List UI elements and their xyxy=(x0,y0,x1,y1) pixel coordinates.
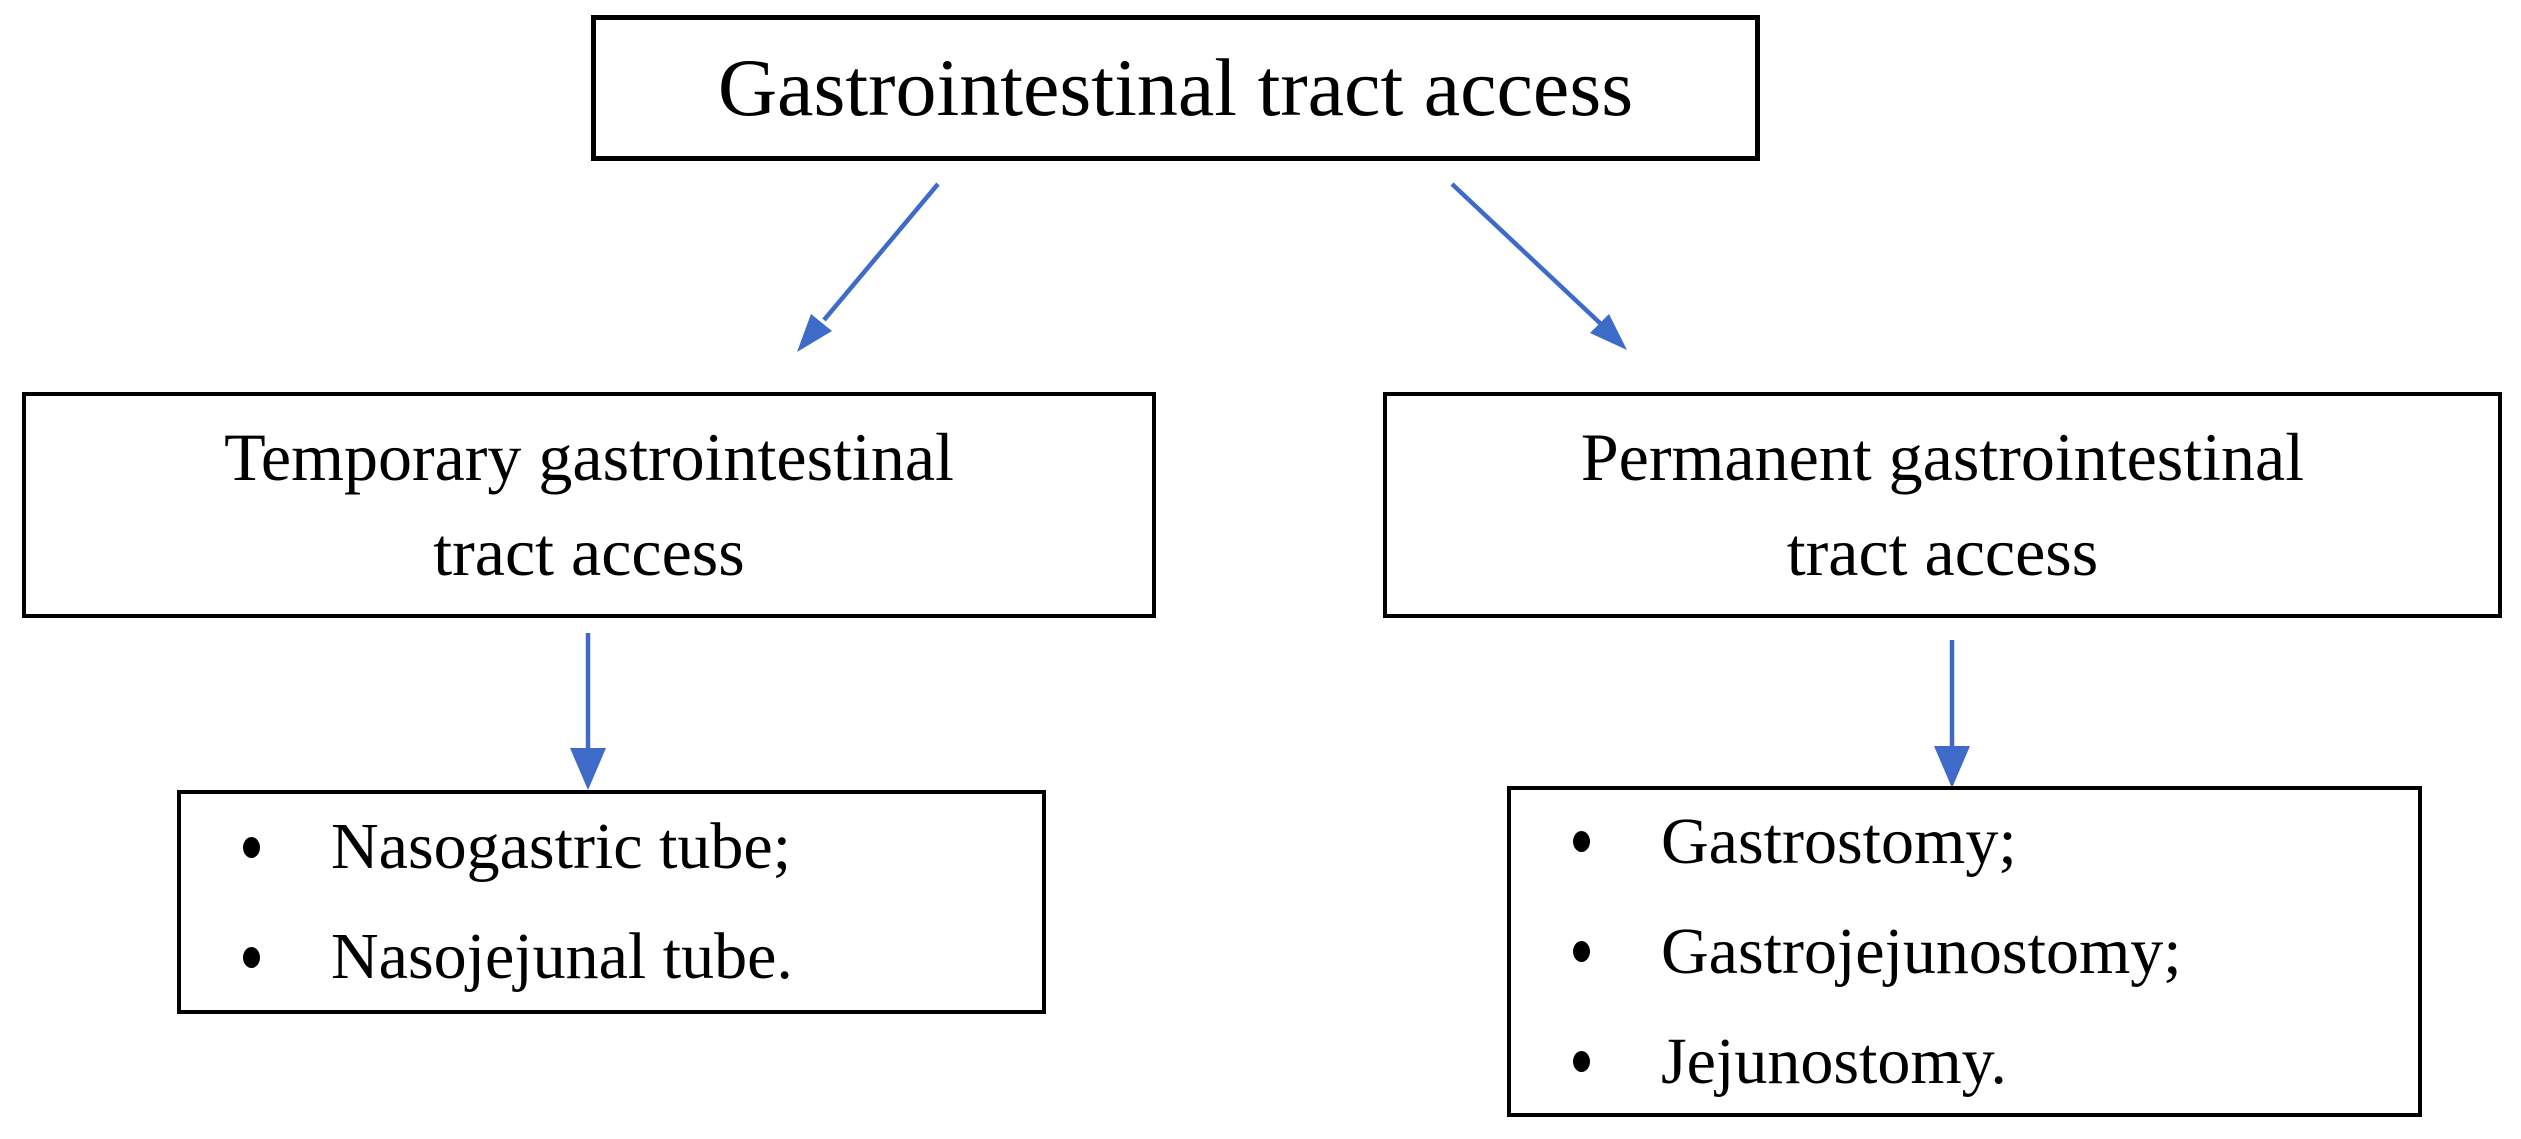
root-node-gastrointestinal-tract-access: Gastrointestinal tract access xyxy=(591,15,1760,161)
arrow-root-to-temporary xyxy=(797,182,940,352)
branch-node-permanent-label-line2: tract access xyxy=(1786,514,2099,590)
leaf-box-temporary-items: Nasogastric tube; Nasojejunal tube. xyxy=(177,790,1046,1014)
list-item-text: Jejunostomy. xyxy=(1661,1024,2007,1098)
permanent-items-list: Gastrostomy; Gastrojejunostomy; Jejunost… xyxy=(1511,787,2418,1117)
arrow-temporary-to-list xyxy=(570,633,606,790)
temporary-items-list: Nasogastric tube; Nasojejunal tube. xyxy=(181,792,1042,1012)
arrowhead-icon xyxy=(1590,314,1627,350)
bullet-icon xyxy=(1573,941,1590,962)
branch-node-temporary-label-line2: tract access xyxy=(433,514,745,590)
arrow-root-to-permanent xyxy=(1450,182,1627,350)
leaf-box-permanent-items: Gastrostomy; Gastrojejunostomy; Jejunost… xyxy=(1507,786,2422,1117)
list-item: Nasojejunal tube. xyxy=(181,902,1042,1012)
bullet-icon xyxy=(1573,1051,1590,1072)
list-item: Nasogastric tube; xyxy=(181,792,1042,902)
bullet-icon xyxy=(243,836,260,858)
arrow-line xyxy=(822,182,940,322)
list-item: Gastrostomy; xyxy=(1511,787,2418,897)
list-item: Gastrojejunostomy; xyxy=(1511,897,2418,1007)
bullet-icon xyxy=(243,946,260,968)
list-item: Jejunostomy. xyxy=(1511,1007,2418,1117)
list-item-text: Nasogastric tube; xyxy=(331,810,792,883)
list-item-text: Gastrostomy; xyxy=(1661,804,2017,878)
arrow-line xyxy=(1450,182,1604,327)
branch-node-permanent: Permanent gastrointestinal tract access xyxy=(1383,392,2502,618)
list-item-text: Nasojejunal tube. xyxy=(331,920,793,993)
arrowhead-icon xyxy=(570,748,606,790)
arrowhead-icon xyxy=(1934,746,1970,788)
list-item-text: Gastrojejunostomy; xyxy=(1661,914,2182,988)
branch-node-temporary: Temporary gastrointestinal tract access xyxy=(22,392,1156,618)
arrowhead-icon xyxy=(797,314,832,352)
branch-node-permanent-label-line1: Permanent gastrointestinal xyxy=(1580,418,2305,495)
root-node-label: Gastrointestinal tract access xyxy=(717,41,1634,133)
branch-node-temporary-label-line1: Temporary gastrointestinal xyxy=(224,418,954,495)
bullet-icon xyxy=(1573,831,1590,852)
arrow-permanent-to-list xyxy=(1934,640,1970,788)
